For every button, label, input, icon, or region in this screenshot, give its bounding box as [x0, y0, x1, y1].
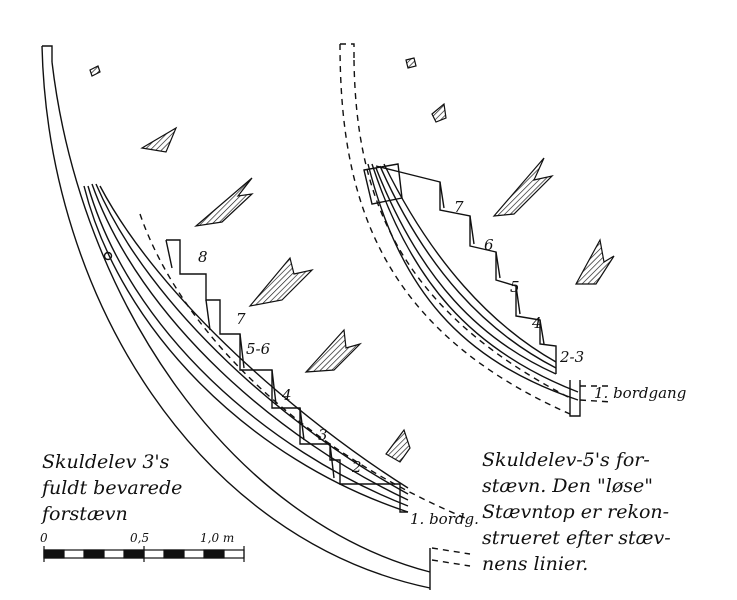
- stem-inner-curve-right: [353, 59, 571, 399]
- stem-inner-curve-left: [51, 61, 431, 573]
- scale-bar-segment: [163, 549, 185, 559]
- strake-butt-2: [329, 443, 335, 479]
- plank-line-4: [95, 183, 409, 495]
- frame-section: [248, 256, 314, 307]
- strake-label-2: 2: [351, 458, 362, 476]
- scale-bar: [43, 546, 245, 562]
- caption-right-line-3: Stævntop er rekon-: [482, 501, 669, 523]
- scale-bar-segment: [83, 549, 105, 559]
- frame-section: [385, 428, 411, 463]
- dashed-line-a: [139, 213, 471, 521]
- plank-line-r1: [375, 167, 557, 375]
- plank-line-2: [87, 185, 409, 507]
- strake-label-r2-3: 2-3: [559, 348, 584, 366]
- frame-sections-left: [89, 65, 411, 463]
- caption-left-line-3: forstævn: [40, 503, 128, 525]
- frame-section: [304, 328, 363, 373]
- frame-section: [405, 57, 417, 69]
- dashed-line-c: [431, 559, 471, 567]
- strake-label-3: 3: [318, 426, 328, 444]
- strake-butt-r7: [439, 181, 445, 209]
- dashed-line-r-b: [579, 399, 613, 403]
- strake-label-5-6: 5-6: [246, 340, 271, 358]
- strake-butt-r6: [469, 215, 475, 245]
- plank-line-r3: [383, 163, 557, 363]
- strake-butt-8: [165, 239, 173, 269]
- skuldelev-3-stem: [41, 45, 471, 590]
- frame-section: [194, 177, 254, 227]
- strake-butt-r4: [515, 285, 521, 315]
- rivet-circle: [103, 251, 113, 261]
- strake-label-r7: 7: [454, 198, 464, 216]
- strake-butt-r2-3: [539, 319, 545, 345]
- strake-label-1-bordgang: 1. bordgang: [594, 384, 686, 402]
- plank-line-1: [83, 185, 409, 513]
- skuldelev-5-stem: [339, 43, 613, 417]
- caption-left-line-1: Skuldelev 3's: [42, 451, 170, 473]
- frame-section: [89, 65, 101, 77]
- stem-outer-curve-right: [339, 43, 571, 415]
- scale-bar-segment: [43, 549, 65, 559]
- strake-label-4: 4: [281, 386, 292, 404]
- stem-solid-lower-right-2: [371, 163, 579, 393]
- frame-sections-right: [405, 57, 615, 285]
- caption-right-line-5: nens linier.: [482, 553, 588, 575]
- scale-tick-0: 0: [40, 531, 48, 545]
- scale-bar-segment: [203, 549, 225, 559]
- strake-butt-7: [205, 299, 211, 331]
- strake-label-7: 7: [236, 310, 246, 328]
- stepped-rebate-right: [375, 165, 557, 374]
- strake-label-r6: 6: [484, 236, 494, 254]
- caption-left-line-2: fuldt bevarede: [40, 477, 182, 499]
- frame-section: [574, 238, 615, 285]
- scale-tick-1-0m: 1,0 m: [200, 531, 234, 545]
- stem-head-right: [340, 43, 355, 60]
- strake-label-8: 8: [198, 248, 208, 266]
- frame-section: [431, 102, 447, 123]
- stem-head-left: [42, 45, 53, 62]
- stem-outer-curve-left: [41, 45, 431, 589]
- caption-right-line-1: Skuldelev-5's for-: [482, 449, 650, 471]
- plank-line-3: [91, 183, 409, 501]
- caption-right-line-4: strueret efter stæv-: [482, 527, 671, 549]
- plank-line-5: [99, 185, 409, 489]
- strake-butt-5-6: [239, 333, 245, 369]
- keel-end-right: [569, 380, 581, 417]
- frame-section: [140, 126, 178, 153]
- stem-solid-lower-right: [367, 163, 579, 401]
- scale-tick-0-5: 0,5: [130, 531, 149, 545]
- frame-section: [492, 157, 554, 217]
- strake-label-r4: 4: [531, 314, 542, 332]
- scale-bar-segment: [123, 549, 145, 559]
- dashed-line-b: [431, 547, 471, 555]
- caption-right-line-2: stævn. Den "løse": [482, 475, 653, 497]
- strake-butt-r5: [495, 251, 501, 279]
- strake-label-r5: 5: [510, 278, 520, 296]
- stepped-rebate-left: [166, 239, 408, 513]
- scarf-box: [363, 163, 403, 205]
- plank-line-r2: [379, 165, 557, 369]
- strake-label-1-bordg: 1. bordg.: [410, 510, 479, 528]
- strake-butt-4: [271, 369, 277, 405]
